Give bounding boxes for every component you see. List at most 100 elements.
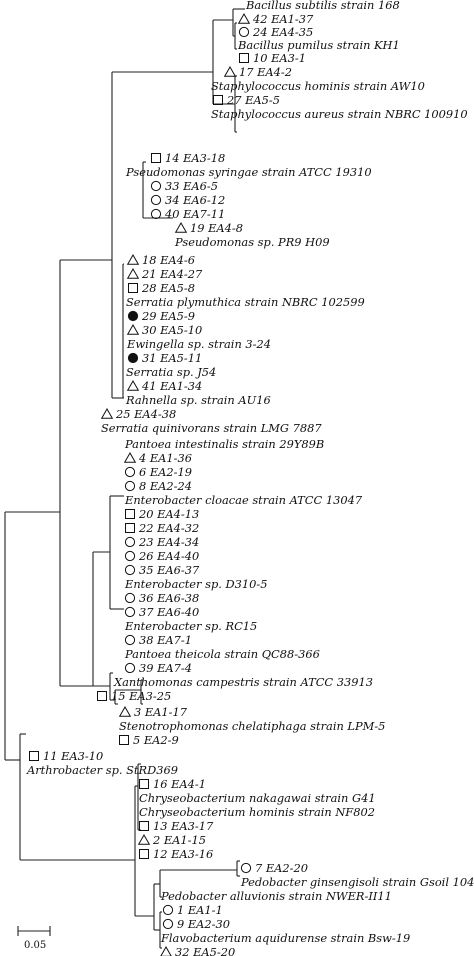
leaf-label: 33 EA6-5 (165, 179, 218, 193)
leaf-4-ea1-36: 4 EA1-36 (123, 451, 192, 465)
leaf-label: 15 EA3-25 (111, 689, 171, 703)
leaf-label: 12 EA3-16 (153, 847, 213, 861)
leaf-label: Bacillus pumilus strain KH1 (237, 38, 400, 52)
leaf-label: Xanthomonas campestris strain ATCC 33913 (113, 675, 373, 689)
leaf-serratia-plymuthica-strain-nbrc-102599: Serratia plymuthica strain NBRC 102599 (126, 295, 365, 309)
leaf-12-ea3-16: 12 EA3-16 (139, 847, 213, 861)
triangle-icon (237, 12, 251, 24)
leaf-label: Serratia plymuthica strain NBRC 102599 (126, 295, 365, 309)
circle-icon (124, 662, 136, 674)
leaf-serratia-sp-j54: Serratia sp. J54 (126, 365, 216, 379)
square-icon (151, 153, 161, 163)
square-icon (97, 691, 107, 701)
leaf-2-ea1-15: 2 EA1-15 (137, 833, 206, 847)
leaf-enterobacter-cloacae-strain-atcc-13047: Enterobacter cloacae strain ATCC 13047 (124, 493, 363, 507)
leaf-label: 39 EA7-4 (139, 661, 192, 675)
leaf-33-ea6-5: 33 EA6-5 (150, 179, 218, 193)
leaf-pseudomonas-syringae-strain-atcc-19310: Pseudomonas syringae strain ATCC 19310 (125, 165, 372, 179)
circle-icon (162, 918, 174, 930)
leaf-staphylococcus-hominis-strain-aw10: Staphylococcus hominis strain AW10 (211, 79, 425, 93)
triangle-icon (126, 323, 140, 335)
leaf-label: Pedobacter ginsengisoli strain Gsoil 104 (240, 875, 474, 889)
leaf-label: 7 EA2-20 (255, 861, 308, 875)
leaf-label: 6 EA2-19 (139, 465, 192, 479)
leaf-label: 40 EA7-11 (164, 207, 225, 221)
leaf-label: Serratia quinivorans strain LMG 7887 (101, 421, 322, 435)
leaf-label: 10 EA3-1 (253, 51, 306, 65)
leaf-31-ea5-11: 31 EA5-11 (127, 351, 202, 365)
circle-icon (124, 564, 136, 576)
leaf-pantoea-intestinalis-strain-29y89b: Pantoea intestinalis strain 29Y89B (124, 437, 324, 451)
leaf-5-ea2-9: 5 EA2-9 (119, 733, 179, 747)
leaf-30-ea5-10: 30 EA5-10 (126, 323, 202, 337)
circle-icon (124, 592, 136, 604)
leaf-7-ea2-20: 7 EA2-20 (240, 861, 308, 875)
leaf-label: Enterobacter cloacae strain ATCC 13047 (124, 493, 363, 507)
leaf-40-ea7-11: 40 EA7-11 (150, 207, 225, 221)
circle-icon (124, 466, 136, 478)
scale-bar-label: 0.05 (24, 940, 46, 951)
leaf-21-ea4-27: 21 EA4-27 (126, 267, 203, 281)
leaf-36-ea6-38: 36 EA6-38 (124, 591, 199, 605)
leaf-14-ea3-18: 14 EA3-18 (151, 151, 225, 165)
leaf-bacillus-pumilus-strain-kh1: Bacillus pumilus strain KH1 (237, 38, 400, 52)
filled-circle-icon (127, 310, 139, 322)
leaf-pantoea-theicola-strain-qc88-366: Pantoea theicola strain QC88-366 (124, 647, 320, 661)
triangle-icon (223, 65, 237, 77)
leaf-28-ea5-8: 28 EA5-8 (128, 281, 195, 295)
leaf-flavobacterium-aquidurense-strain-bsw-19: Flavobacterium aquidurense strain Bsw-19 (160, 931, 410, 945)
leaf-label: 27 EA5-5 (226, 93, 280, 107)
square-icon (29, 751, 39, 761)
triangle-icon (118, 705, 132, 717)
circle-icon (124, 536, 136, 548)
leaf-8-ea2-24: 8 EA2-24 (124, 479, 192, 493)
leaf-label: 17 EA4-2 (239, 65, 292, 79)
leaf-13-ea3-17: 13 EA3-17 (139, 819, 214, 833)
leaf-29-ea5-9: 29 EA5-9 (127, 309, 195, 323)
leaf-label: 25 EA4-38 (115, 407, 176, 421)
square-icon (139, 779, 149, 789)
leaf-26-ea4-40: 26 EA4-40 (124, 549, 199, 563)
leaf-10-ea3-1: 10 EA3-1 (239, 51, 306, 65)
square-icon (128, 283, 138, 293)
leaf-39-ea7-4: 39 EA7-4 (124, 661, 192, 675)
circle-icon (150, 194, 162, 206)
square-icon (125, 509, 135, 519)
leaf-pedobacter-ginsengisoli-strain-gsoil-104: Pedobacter ginsengisoli strain Gsoil 104 (240, 875, 474, 889)
leaf-label: Enterobacter sp. RC15 (124, 619, 257, 633)
leaf-stenotrophomonas-chelatiphaga-strain-lpm-5: Stenotrophomonas chelatiphaga strain LPM… (119, 719, 385, 733)
leaf-xanthomonas-campestris-strain-atcc-33913: Xanthomonas campestris strain ATCC 33913 (113, 675, 373, 689)
leaf-rahnella-sp-strain-au16: Rahnella sp. strain AU16 (125, 393, 271, 407)
leaf-27-ea5-5: 27 EA5-5 (213, 93, 280, 107)
leaf-chryseobacterium-hominis-strain-nf802: Chryseobacterium hominis strain NF802 (139, 805, 375, 819)
leaf-label: 24 EA4-35 (252, 25, 313, 39)
leaf-23-ea4-34: 23 EA4-34 (124, 535, 199, 549)
leaf-label: 30 EA5-10 (142, 323, 202, 337)
leaf-label: Pantoea intestinalis strain 29Y89B (124, 437, 324, 451)
leaf-label: 4 EA1-36 (138, 451, 192, 465)
leaf-label: Pedobacter alluvionis strain NWER-II11 (160, 889, 392, 903)
leaf-41-ea1-34: 41 EA1-34 (126, 379, 202, 393)
scale-bar: 0.05 (17, 926, 51, 951)
leaf-42-ea1-37: 42 EA1-37 (237, 12, 314, 26)
leaf-label: 2 EA1-15 (152, 833, 206, 847)
square-icon (139, 849, 149, 859)
leaf-18-ea4-6: 18 EA4-6 (126, 253, 195, 267)
leaf-label: 35 EA6-37 (139, 563, 200, 577)
leaf-label: 18 EA4-6 (142, 253, 195, 267)
leaf-label: 22 EA4-32 (138, 521, 199, 535)
leaf-20-ea4-13: 20 EA4-13 (125, 507, 199, 521)
leaf-label: 26 EA4-40 (138, 549, 199, 563)
leaf-label: 19 EA4-8 (190, 221, 243, 235)
leaf-label: 36 EA6-38 (139, 591, 199, 605)
leaf-ewingella-sp-strain-3-24: Ewingella sp. strain 3-24 (126, 337, 271, 351)
leaf-arthrobacter-sp-strd369: Arthrobacter sp. StRD369 (26, 763, 178, 777)
leaf-enterobacter-sp-rc15: Enterobacter sp. RC15 (124, 619, 257, 633)
leaf-label: 9 EA2-30 (177, 917, 230, 931)
leaf-label: 16 EA4-1 (153, 777, 206, 791)
leaf-17-ea4-2: 17 EA4-2 (223, 65, 292, 79)
leaf-label: Enterobacter sp. D310-5 (124, 577, 267, 591)
leaf-3-ea1-17: 3 EA1-17 (118, 705, 188, 719)
leaf-label: 5 EA2-9 (133, 733, 179, 747)
